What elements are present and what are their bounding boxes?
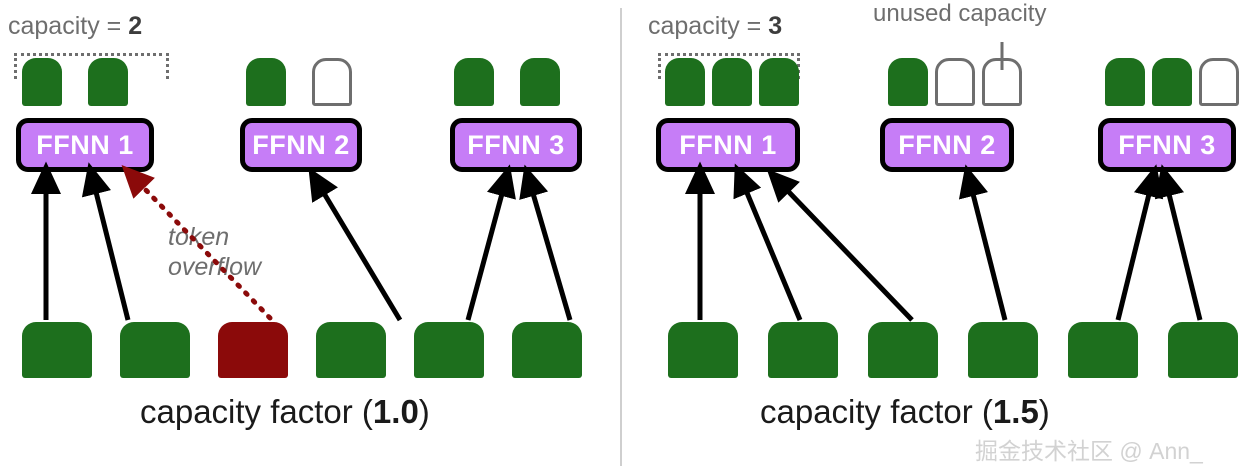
token-6: [1168, 322, 1238, 378]
token-4: [968, 322, 1038, 378]
expert-1-slot-2: [712, 58, 752, 106]
expert-box-ffnn-1[interactable]: FFNN 1: [16, 118, 154, 172]
expert-3-slot-3-unused: [1199, 58, 1239, 106]
expert-box-label: FFNN 1: [679, 129, 777, 160]
expert-box-label: FFNN 3: [1118, 129, 1216, 160]
expert-2-slot-2: [312, 58, 352, 106]
expert-1-slot-3: [759, 58, 799, 106]
expert-2-slot-1: [246, 58, 286, 106]
caption-suffix: ): [1038, 393, 1050, 430]
capacity-bracket-left: [14, 53, 169, 79]
token-3: [868, 322, 938, 378]
caption-right: capacity factor (1.5): [760, 393, 1050, 431]
token-5: [1068, 322, 1138, 378]
expert-1-slot-1: [665, 58, 705, 106]
caption-prefix: capacity factor (: [140, 393, 373, 430]
capacity-label-left: capacity = 2: [8, 12, 142, 41]
expert-box-ffnn-1[interactable]: FFNN 1: [656, 118, 800, 172]
expert-1-slot-1: [22, 58, 62, 106]
expert-3-slot-1: [1105, 58, 1145, 106]
capacity-label-right: capacity = 3: [648, 12, 782, 41]
token-6: [512, 322, 582, 378]
capacity-label-text: capacity =: [648, 12, 769, 40]
expert-box-label: FFNN 3: [467, 129, 565, 160]
token-overflow-annotation: token overflow: [168, 222, 261, 282]
token-1: [22, 322, 92, 378]
caption-value: 1.5: [992, 393, 1039, 430]
expert-3-slot-1: [454, 58, 494, 106]
expert-box-ffnn-2[interactable]: FFNN 2: [240, 118, 362, 172]
expert-box-label: FFNN 2: [898, 129, 996, 160]
caption-value: 1.0: [372, 393, 419, 430]
expert-box-ffnn-2[interactable]: FFNN 2: [880, 118, 1014, 172]
expert-box-ffnn-3[interactable]: FFNN 3: [1098, 118, 1236, 172]
token-overflow-line-2: overflow: [168, 253, 262, 281]
panel-capacity-factor-1.0: capacity = 2 FFNN 1 FFNN 2 FFNN 3 token …: [8, 12, 582, 431]
capacity-label-value: 3: [768, 12, 783, 40]
token-4: [316, 322, 386, 378]
caption-prefix: capacity factor (: [760, 393, 993, 430]
unused-capacity-annotation: unused capacity: [873, 0, 1047, 27]
expert-2-slot-3-unused: [982, 58, 1022, 106]
watermark: 掘金技术社区 @ Ann_: [975, 438, 1203, 464]
caption-left: capacity factor (1.0): [140, 393, 430, 431]
expert-box-label: FFNN 2: [252, 129, 350, 160]
capacity-bracket-right: [658, 53, 800, 79]
token-5: [414, 322, 484, 378]
token-3-dropped: [218, 322, 288, 378]
expert-3-slot-2: [520, 58, 560, 106]
token-2: [120, 322, 190, 378]
expert-2-slot-1: [888, 58, 928, 106]
expert-1-slot-2: [88, 58, 128, 106]
caption-suffix: ): [418, 393, 430, 430]
token-2: [768, 322, 838, 378]
expert-box-label: FFNN 1: [36, 129, 134, 160]
expert-box-ffnn-3[interactable]: FFNN 3: [450, 118, 582, 172]
token-1: [668, 322, 738, 378]
expert-3-slot-2: [1152, 58, 1192, 106]
capacity-label-text: capacity =: [8, 12, 129, 40]
expert-2-slot-2: [935, 58, 975, 106]
capacity-label-value: 2: [128, 12, 143, 40]
token-overflow-line-1: token: [168, 223, 230, 251]
panel-capacity-factor-1.5: capacity = 3 unused capacity FFNN 1 FFNN…: [620, 0, 1240, 472]
panel-divider: [620, 8, 622, 466]
